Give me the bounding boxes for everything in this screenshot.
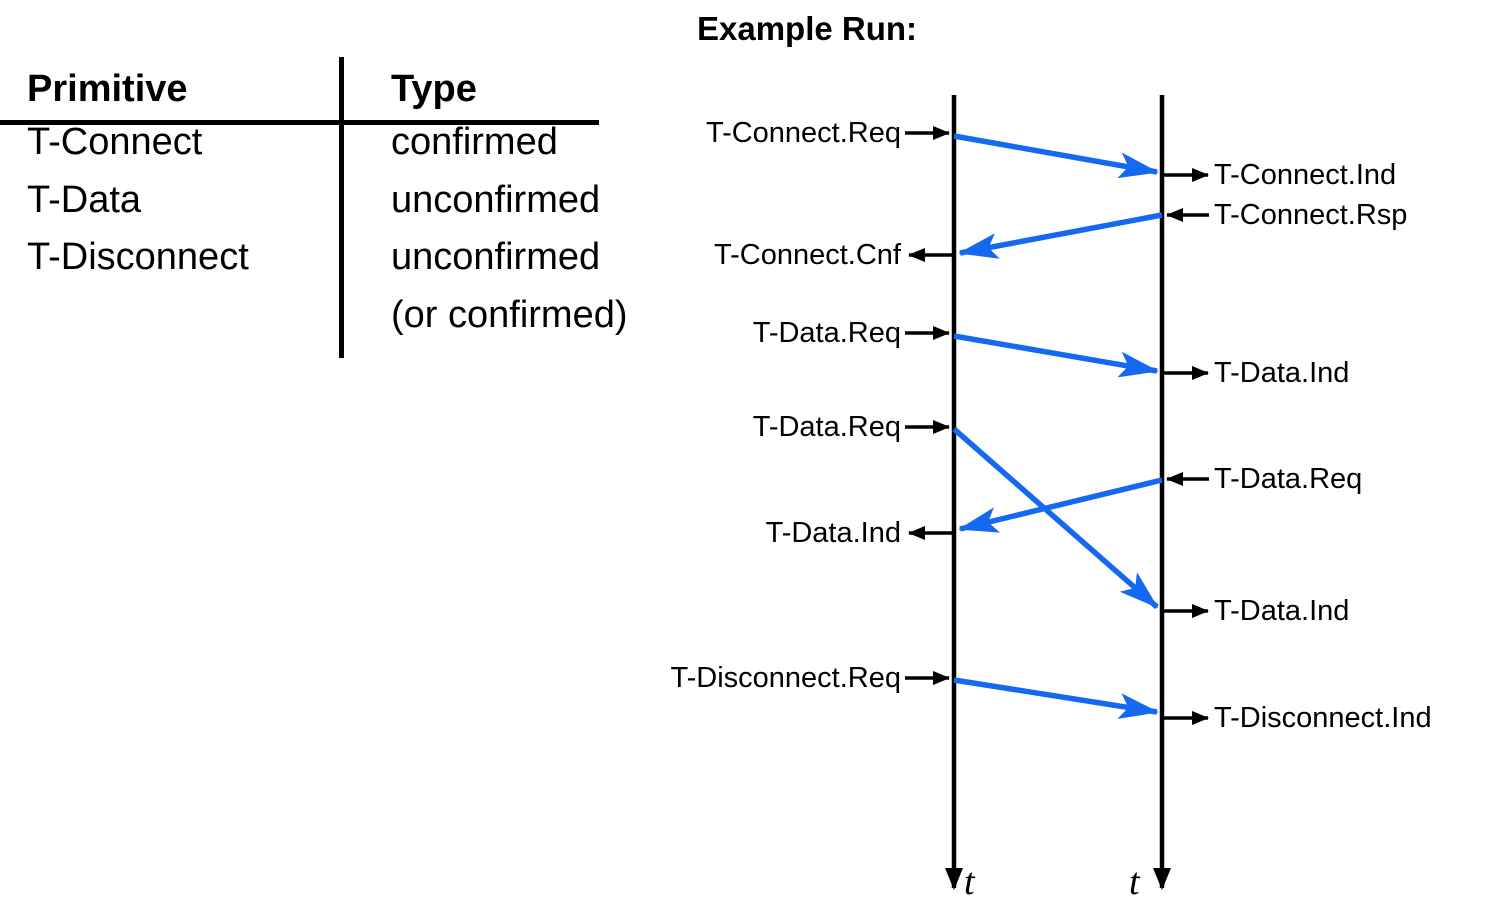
event-label-right-4: T-Data.Ind	[1214, 595, 1350, 627]
message-arrow-3	[952, 426, 1159, 610]
table-cell-type: unconfirmed	[391, 178, 601, 221]
event-label-left-1: T-Connect.Cnf	[714, 239, 901, 271]
event-label-right-0: T-Connect.Ind	[1214, 159, 1397, 191]
event-label-right-3: T-Data.Req	[1214, 463, 1363, 495]
table-horizontal-rule	[0, 120, 599, 125]
table-cell-primitive: T-Data	[27, 178, 142, 221]
time-axis-label-right: t	[1129, 861, 1140, 903]
event-label-left-5: T-Disconnect.Req	[670, 662, 902, 694]
table-primitive-column: T-Connect T-Data T-Disconnect	[27, 114, 249, 287]
event-label-left-4: T-Data.Ind	[765, 517, 901, 549]
event-label-left-2: T-Data.Req	[752, 317, 901, 349]
event-label-right-1: T-Connect.Rsp	[1214, 199, 1408, 231]
event-label-left-3: T-Data.Req	[752, 411, 901, 443]
diagram-title: Example Run:	[697, 10, 918, 47]
message-arrow-2	[953, 333, 1159, 378]
event-label-right-2: T-Data.Ind	[1214, 357, 1350, 389]
table-cell-primitive: T-Disconnect	[27, 236, 249, 278]
table-header-type: Type	[391, 68, 477, 110]
message-arrow-5	[953, 677, 1159, 719]
message-arrow-0	[953, 133, 1159, 179]
message-arrow-4	[958, 477, 1163, 533]
table-cell-primitive: T-Connect	[27, 121, 203, 163]
table-vertical-rule	[339, 57, 344, 358]
table-header-primitive: Primitive	[27, 68, 188, 110]
message-arrow-1	[958, 212, 1163, 259]
event-label-left-0: T-Connect.Req	[705, 117, 901, 149]
time-axis-label-left: t	[964, 861, 975, 903]
table-cell-type: confirmed	[391, 121, 558, 163]
table-type-column: confirmed unconfirmed unconfirmed (or co…	[391, 114, 628, 344]
event-label-right-5: T-Disconnect.Ind	[1214, 702, 1432, 734]
table-cell-type-note: (or confirmed)	[391, 293, 628, 336]
table-cell-type: unconfirmed	[391, 236, 601, 278]
